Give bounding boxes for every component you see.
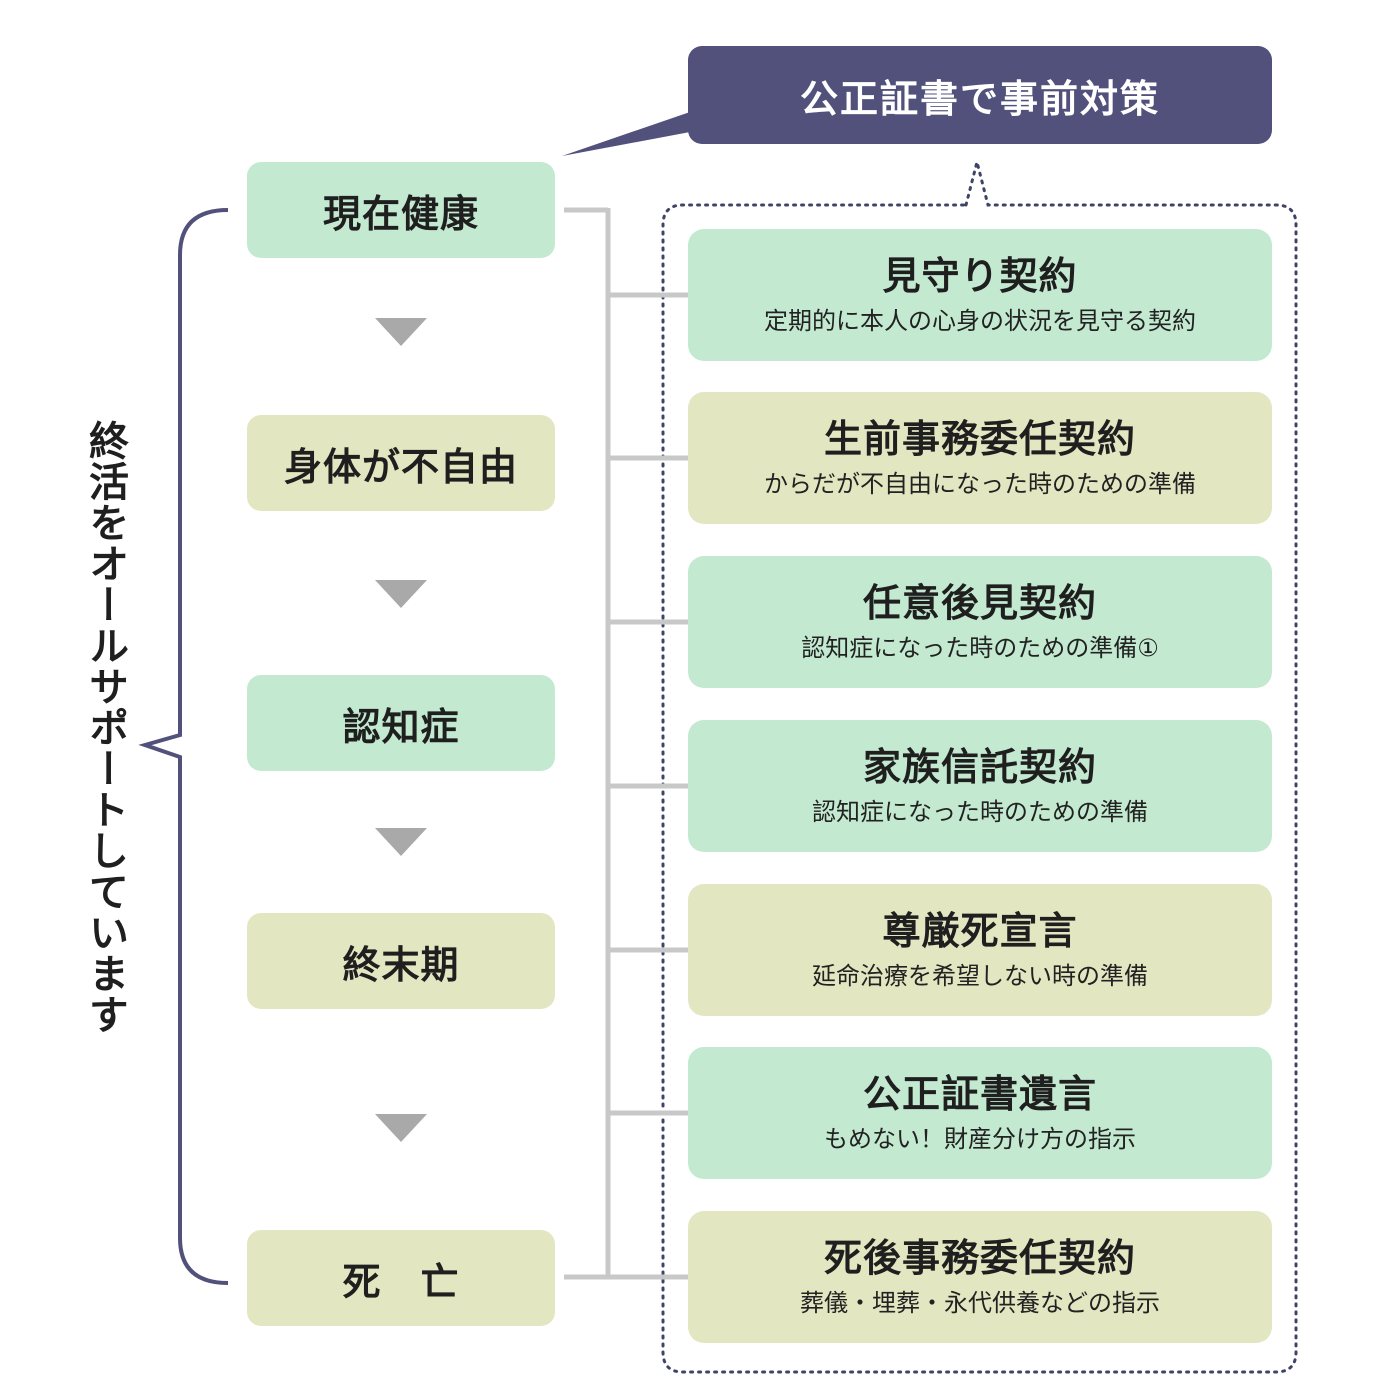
measure-desc: 葬儀・埋葬・永代供養などの指示 xyxy=(800,1289,1160,1318)
measure-card-notarized-will: 公正証書遺言 もめない！財産分け方の指示 xyxy=(688,1047,1272,1179)
stage-terminal: 終末期 xyxy=(247,913,555,1009)
stage-label: 死 亡 xyxy=(342,1259,460,1304)
measure-desc: からだが不自由になった時のための準備 xyxy=(764,470,1196,499)
measure-desc: 認知症になった時のための準備 xyxy=(812,798,1148,827)
side-label: 終活をオールサポートしています xyxy=(82,420,128,1035)
measure-title: 見守り契約 xyxy=(882,253,1078,298)
header-title: 公正証書で事前対策 xyxy=(799,76,1160,121)
dotted-frame xyxy=(661,161,1298,1374)
measure-desc: 定期的に本人の心身の状況を見守る契約 xyxy=(764,307,1196,336)
connector-lines xyxy=(564,207,690,1280)
down-arrow-icon xyxy=(375,318,427,346)
down-arrow-icon xyxy=(375,580,427,608)
measure-card-posthumous-affairs-contract: 死後事務委任契約 葬儀・埋葬・永代供養などの指示 xyxy=(688,1211,1272,1343)
down-arrow-icon xyxy=(375,828,427,856)
measure-card-watch-contract: 見守り契約 定期的に本人の心身の状況を見守る契約 xyxy=(688,229,1272,361)
measure-desc: もめない！財産分け方の指示 xyxy=(824,1125,1136,1154)
down-arrow-icon xyxy=(375,1114,427,1142)
measure-title: 生前事務委任契約 xyxy=(823,416,1136,461)
measure-desc: 延命治療を希望しない時の準備 xyxy=(812,962,1148,991)
measure-desc: 認知症になった時のための準備① xyxy=(801,634,1159,663)
header-callout: 公正証書で事前対策 xyxy=(688,46,1272,144)
stage-death: 死 亡 xyxy=(247,1230,555,1326)
measure-card-living-affairs-contract: 生前事務委任契約 からだが不自由になった時のための準備 xyxy=(688,392,1272,524)
measure-card-guardianship-contract: 任意後見契約 認知症になった時のための準備① xyxy=(688,556,1272,688)
measure-title: 任意後見契約 xyxy=(862,580,1097,625)
measure-title: 死後事務委任契約 xyxy=(823,1235,1136,1280)
measure-title: 尊厳死宣言 xyxy=(882,908,1078,953)
stage-physical-disability: 身体が不自由 xyxy=(247,415,555,511)
left-brace xyxy=(138,208,229,1285)
stage-healthy: 現在健康 xyxy=(247,162,555,258)
measure-title: 公正証書遺言 xyxy=(862,1071,1097,1116)
stage-label: 終末期 xyxy=(342,942,460,987)
stage-label: 認知症 xyxy=(342,704,460,749)
measure-card-dignified-death-declaration: 尊厳死宣言 延命治療を希望しない時の準備 xyxy=(688,884,1272,1016)
callout-tail xyxy=(562,112,690,156)
measure-card-family-trust-contract: 家族信託契約 認知症になった時のための準備 xyxy=(688,720,1272,852)
stage-label: 現在健康 xyxy=(322,191,479,236)
stage-label: 身体が不自由 xyxy=(283,444,518,489)
measure-title: 家族信託契約 xyxy=(862,744,1097,789)
stage-dementia: 認知症 xyxy=(247,675,555,771)
